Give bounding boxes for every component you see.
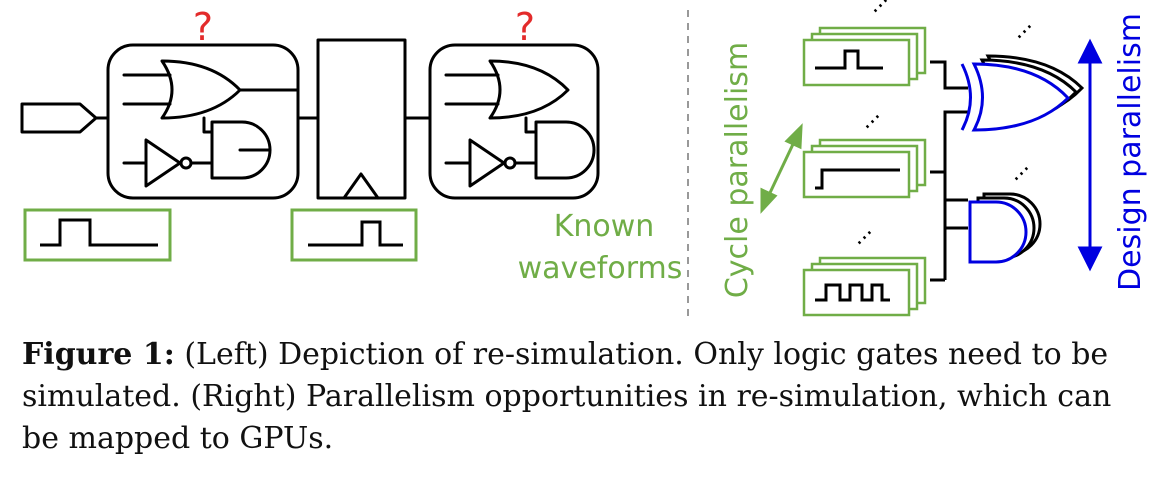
or-gate-icon [488,59,570,120]
known-waveform-box [23,208,172,262]
xor-gate-icon [971,62,1071,132]
not-gate-icon [468,138,506,188]
waveform-stack-bottom [802,256,927,317]
known-waveforms-label: waveforms [518,251,683,286]
ellipsis: ... [861,0,894,18]
design-parallelism-label: Design parallelism [1113,13,1148,291]
cycle-parallelism-label: Cycle parallelism [720,42,755,298]
step-waveform [815,168,900,190]
ellipsis: ... [853,102,886,135]
clock-triangle [342,172,380,200]
known-waveform-box [290,208,418,262]
ellipsis: ... [1002,154,1035,187]
cycle-parallelism-arrow [766,139,797,198]
and-gate-icon [968,200,1028,264]
caption-text: (Left) Depiction of re-simulation. Only … [22,337,1112,456]
and-gate-icon [534,120,596,180]
waveform-stack-top [802,26,927,87]
logic-block-2 [428,43,600,200]
unknown-mark: ? [193,5,213,49]
ellipsis: ... [1005,12,1038,45]
pulse-waveform [815,49,883,70]
caption-label: Figure 1: [22,337,175,372]
ellipsis: ... [845,218,878,251]
figure-caption: Figure 1: (Left) Depiction of re-simulat… [22,334,1152,460]
flip-flop [316,38,407,200]
pulse-waveform [308,220,403,247]
or-gate-icon [160,59,242,120]
pulse-train-waveform [815,283,890,302]
logic-block-1 [106,43,300,200]
figure-1-diagram: ? ? Known waveforms Cycle parallelism ..… [20,0,1148,322]
pulse-waveform [40,218,158,247]
unknown-mark: ? [515,5,535,49]
input-port [20,102,98,134]
and-gate-icon [210,120,272,180]
known-waveforms-label: Known [554,209,655,244]
not-gate-icon [144,138,182,188]
